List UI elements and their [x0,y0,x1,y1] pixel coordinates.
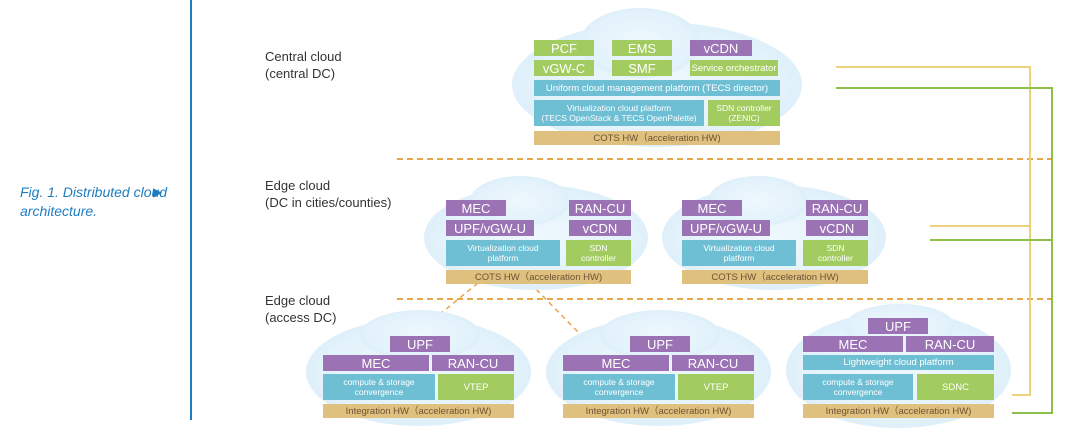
edge-city-left-upf-box: UPF/vGW-U [446,220,534,236]
caption-arrow-icon: ▶ [153,185,163,199]
central-ems-box: EMS [612,40,672,56]
edge-city-left-cots-box: COTS HW（acceleration HW) [446,270,631,284]
tier-separator-2 [397,298,1053,300]
central-sdn-controller-box: SDN controller (ZENIC) [708,100,780,126]
edge-city-left-mec-box: MEC [446,200,506,216]
edge-city-right-vcdn-box: vCDN [806,220,868,236]
dashed-link-right [529,282,579,333]
yellow-connector [836,66,1031,396]
edge-city-left-vcdn-box: vCDN [569,220,631,236]
access-2-compute-box: compute & storage convergence [563,374,675,400]
access-3-integration-hw-box: Integration HW（acceleration HW) [803,404,994,418]
access-1-compute-box: compute & storage convergence [323,374,435,400]
access-2-puff [600,310,720,360]
access-3-rancu-box: RAN-CU [906,336,994,352]
tier-label-edge-city: Edge cloud (DC in cities/counties) [265,177,391,211]
tier-separator-1 [397,158,1053,160]
access-1-rancu-box: RAN-CU [432,355,514,371]
vertical-divider [190,0,192,420]
central-vcdn-box: vCDN [690,40,752,56]
access-2-vtep-box: VTEP [678,374,754,400]
access-1-upf-box: UPF [390,336,450,352]
tier-label-edge-access: Edge cloud (access DC) [265,292,337,326]
caption-text: Fig. 1. Distributed cloud architecture. [20,184,168,219]
tier-edge-city-subtitle: (DC in cities/counties) [265,195,392,210]
tier-edge-access-subtitle: (access DC) [265,310,337,325]
edge-city-left-rancu-box: RAN-CU [569,200,631,216]
access-2-mec-box: MEC [563,355,669,371]
central-pcf-box: PCF [534,40,594,56]
tier-edge-access-title: Edge cloud [265,293,331,308]
edge-city-left-virtualization-box: Virtualization cloud platform [446,240,560,266]
central-smf-box: SMF [612,60,672,76]
central-virtualization-box: Virtualization cloud platform (TECS Open… [534,100,704,126]
edge-city-right-upf-box: UPF/vGW-U [682,220,770,236]
edge-city-right-sdn-box: SDN controller [803,240,868,266]
access-2-upf-box: UPF [630,336,690,352]
access-1-mec-box: MEC [323,355,429,371]
tier-label-central: Central cloud (central DC) [265,48,342,82]
access-3-lightweight-platform-box: Lightweight cloud platform [803,355,994,370]
access-3-upf-box: UPF [868,318,928,334]
central-cots-hw-box: COTS HW（acceleration HW) [534,131,780,145]
edge-city-right-rancu-box: RAN-CU [806,200,868,216]
access-3-compute-box: compute & storage convergence [803,374,913,400]
access-3-sdnc-box: SDNC [917,374,994,400]
access-2-integration-hw-box: Integration HW（acceleration HW) [563,404,754,418]
access-1-puff [360,310,480,360]
central-vgwc-box: vGW-C [534,60,594,76]
access-2-rancu-box: RAN-CU [672,355,754,371]
tier-edge-city-title: Edge cloud [265,178,331,193]
edge-city-left-sdn-box: SDN controller [566,240,631,266]
edge-city-right-cots-box: COTS HW（acceleration HW) [682,270,868,284]
access-1-vtep-box: VTEP [438,374,514,400]
figure-caption: Fig. 1. Distributed cloud architecture. … [20,183,170,221]
edge-city-right-virtualization-box: Virtualization cloud platform [682,240,796,266]
tier-central-title: Central cloud [265,49,342,64]
central-service-orchestrator-box: Service orchestrator [690,60,778,76]
edge-city-right-mec-box: MEC [682,200,742,216]
central-uniform-platform-box: Uniform cloud management platform (TECS … [534,80,780,96]
green-connector [836,87,1053,414]
access-3-mec-box: MEC [803,336,903,352]
tier-central-subtitle: (central DC) [265,66,336,81]
access-1-integration-hw-box: Integration HW（acceleration HW) [323,404,514,418]
